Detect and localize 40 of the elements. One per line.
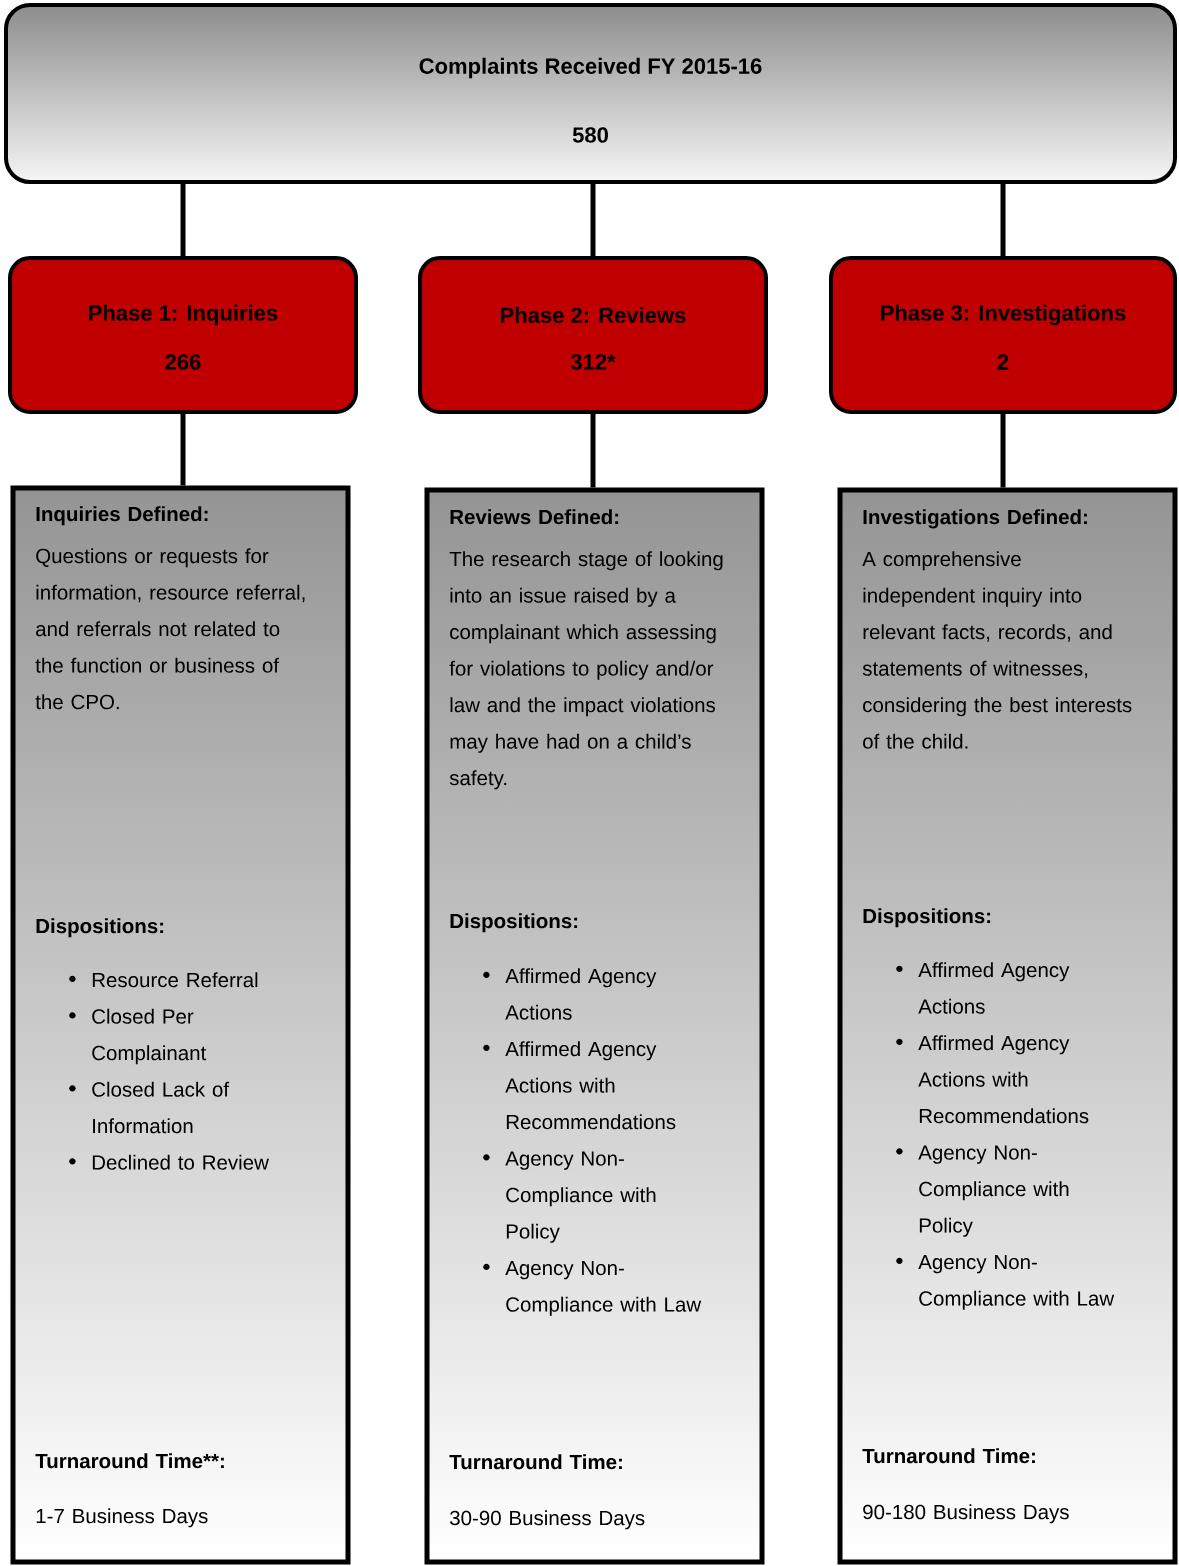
bullet-item: Affirmed Agency Actions	[483, 968, 657, 1020]
bullet-item: Agency Non-Compliance with Policy	[896, 1145, 1069, 1237]
duration-text: 90-180 Business Days	[863, 1504, 1069, 1524]
duration-text: 1-7 Business Days	[36, 1508, 208, 1528]
bullet-item: Affirmed Agency Actions	[896, 962, 1070, 1014]
phase-box: Phase 2: Reviews 312*	[418, 256, 768, 414]
definition-text: Questions or requests for information, resource referral, and referrals not related to the function or business of the CPO.	[35, 548, 305, 710]
section-heading: Dispositions:	[450, 913, 578, 933]
bullet-item: Affirmed Agency Actions with Recommendations	[896, 1035, 1089, 1124]
section-heading: Dispositions:	[36, 918, 164, 938]
section-heading: Inquiries Defined:	[36, 506, 208, 526]
bullet-item: Agency Non-Compliance with Law	[896, 1254, 1115, 1310]
bullet-item: Declined to Review	[69, 1154, 269, 1170]
bullet-item: Agency Non-Compliance with Policy	[483, 1151, 656, 1243]
bullet-item: Resource Referral	[69, 972, 258, 988]
definition-box	[10, 485, 351, 1565]
bullet-item: Closed Lack of Information	[69, 1081, 230, 1134]
phase-box: Phase 1: Inquiries 266	[8, 256, 358, 414]
section-heading: Turnaround Time:	[449, 1454, 622, 1470]
phase-box: Phase 3: Investigations 2	[829, 256, 1177, 414]
connector-line	[180, 184, 186, 256]
connector-line	[590, 184, 596, 256]
definition-box	[424, 487, 765, 1565]
header-box: Complaints Received FY 2015-16 580	[4, 3, 1177, 184]
section-heading: Turnaround Time**:	[35, 1453, 224, 1469]
connector-line	[180, 414, 186, 486]
section-heading: Dispositions:	[863, 908, 991, 928]
section-heading: Investigations Defined:	[863, 509, 1087, 529]
connector-line	[590, 414, 596, 488]
bullet-item: Closed Per Complainant	[69, 1008, 207, 1065]
connector-line	[1000, 184, 1006, 256]
definition-text: The research stage of looking into an issue raised by a complainant which assessing for violations to policy and/or law and the impact violations may have had on a child’s safety.	[449, 551, 723, 790]
definition-box	[837, 487, 1178, 1565]
definition-text: A comprehensive independent inquiry into relevant facts, records, and statements of witnesses, considering the best interests of the child.	[862, 551, 1132, 749]
section-heading: Reviews Defined:	[450, 509, 619, 525]
bullet-item: Affirmed Agency Actions with Recommendations	[483, 1041, 676, 1130]
bullet-item: Agency Non-Compliance with Law	[483, 1260, 702, 1316]
section-heading: Turnaround Time:	[862, 1448, 1035, 1464]
duration-text: 30-90 Business Days	[450, 1510, 645, 1530]
connector-line	[1000, 414, 1006, 488]
